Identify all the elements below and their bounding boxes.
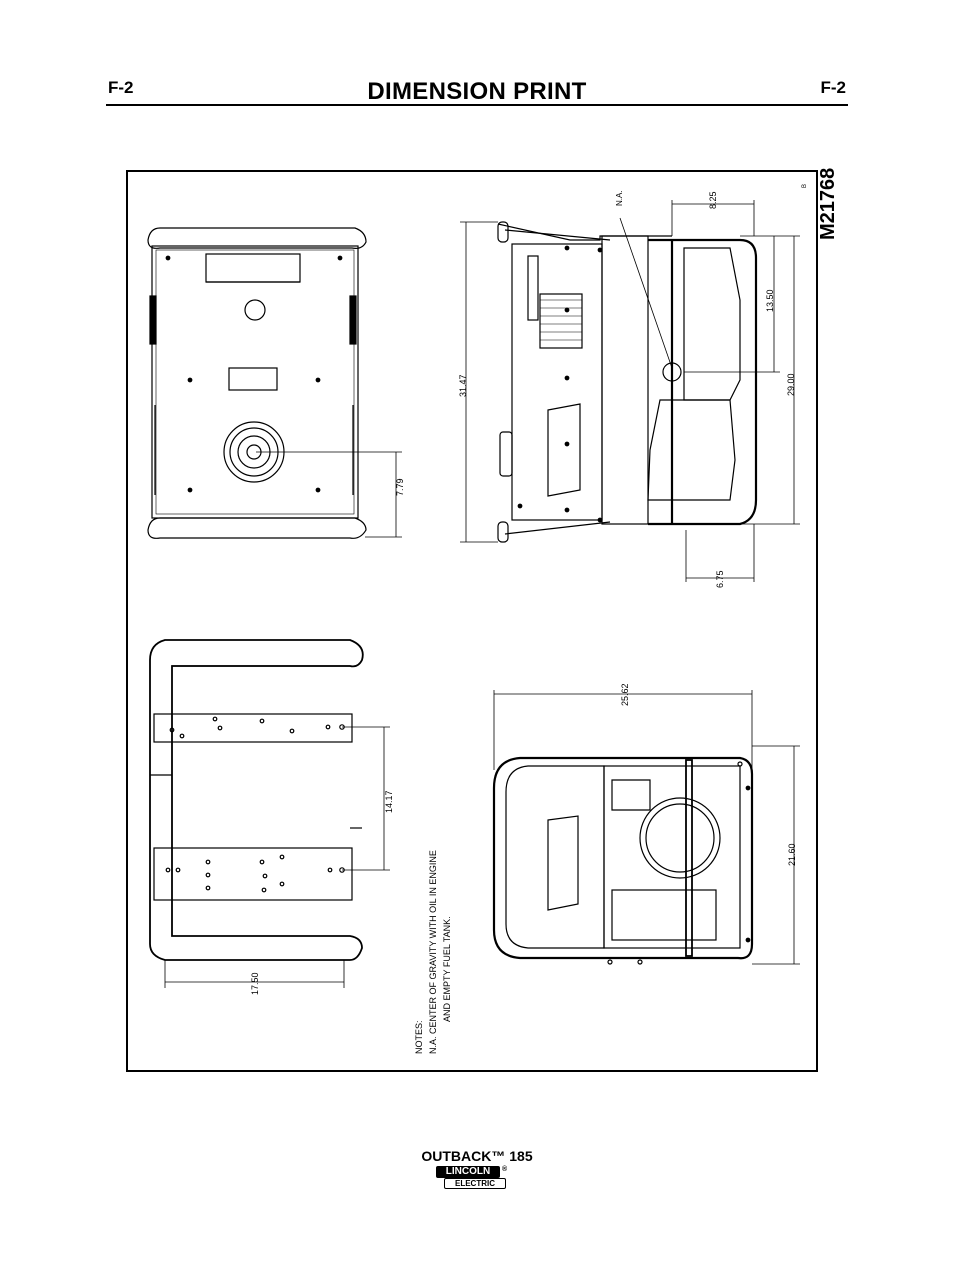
notes-line-1: N.A. CENTER OF GRAVITY WITH OIL IN ENGIN… [428,850,438,1054]
dim-top-view-cg: 7.79 [395,478,405,496]
page-title: DIMENSION PRINT [367,78,587,105]
dim-side-top-to-cg: 8.25 [708,191,718,209]
dim-end-width: 25.62 [620,683,630,706]
drawing-number: M21768 [817,168,839,240]
dim-side-overall-length: 31.47 [458,374,468,397]
dim-base-mount-spacing: 14.17 [384,790,394,813]
dim-base-frame-width: 17.50 [250,972,260,995]
drawing-revision: B [802,184,808,188]
dim-side-height: 29.00 [786,373,796,396]
dim-side-bottom-offset: 6.75 [715,570,725,588]
product-name: OUTBACK™ 185 [421,1148,533,1164]
dim-side-cg-to-rail: 13.50 [765,289,775,312]
na-label: N.A. [615,190,624,206]
notes-line-2: AND EMPTY FUEL TANK. [442,916,452,1022]
lincoln-electric-logo: LINCOLN ELECTRIC ® [436,1166,508,1192]
registered-mark: ® [502,1166,508,1173]
section-code-right: F-2 [820,78,847,97]
top-view [147,227,402,539]
section-code-left: F-2 [108,78,134,97]
notes-heading: NOTES: [414,1020,424,1054]
dim-end-height: 21.60 [787,843,797,866]
dimension-drawing-frame [126,170,818,1072]
header-rule [106,104,848,106]
logo-top-text: LINCOLN [436,1166,500,1178]
end-view [492,690,800,965]
base-view [149,639,390,988]
side-view [460,200,800,582]
logo-bottom-text: ELECTRIC [444,1178,506,1189]
